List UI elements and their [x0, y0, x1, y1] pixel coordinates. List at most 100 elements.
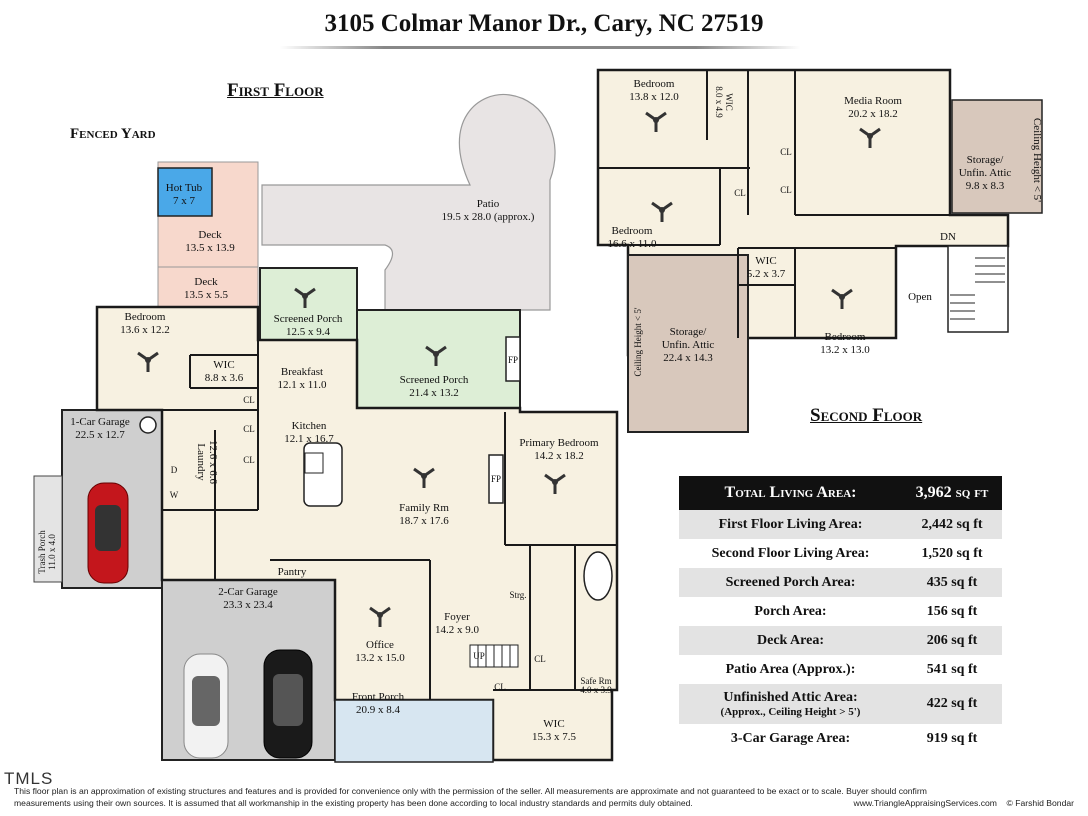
ceiling-height-right: Ceiling Height < 5': [1031, 118, 1043, 202]
dn-label: DN: [940, 231, 956, 243]
area-row-attic: Unfinished Attic Area: (Approx., Ceiling…: [679, 684, 1002, 724]
closet-label-2: CL: [243, 424, 255, 434]
footer-disclaimer: This floor plan is an approximation of e…: [14, 785, 1074, 809]
fp-porch-label: FP: [508, 355, 518, 365]
kitchen-label: Kitchen: [292, 420, 327, 432]
storage-left: [627, 254, 749, 433]
storage-left-label-1: Storage/: [670, 326, 708, 338]
stair-down-area: [947, 245, 1009, 333]
patio-size: 19.5 x 28.0 (approx.): [442, 211, 535, 223]
hot-tub: [157, 167, 213, 217]
media-room-label: Media Room: [844, 95, 902, 107]
deck-upper-label: Deck: [198, 229, 222, 241]
hot-tub-size: 7 x 7: [173, 195, 196, 207]
open-label: Open: [908, 291, 932, 303]
breakfast-label: Breakfast: [281, 366, 323, 378]
primary-bedroom-size: 14.2 x 18.2: [534, 450, 584, 462]
storage-right-label-2: Unfin. Attic: [959, 167, 1012, 179]
wic-a-size: 8.0 x 4.9: [714, 86, 724, 118]
screened-porch-small: [259, 267, 358, 341]
website-link[interactable]: www.TriangleAppraisingServices.com: [853, 798, 997, 808]
area-row-second-floor: Second Floor Living Area: 1,520 sq ft: [679, 539, 1002, 568]
stairs-up: [469, 644, 519, 668]
bedroom1-size: 13.6 x 12.2: [120, 324, 170, 336]
front-porch-label: Front Porch: [352, 691, 405, 703]
black-car: [263, 649, 313, 759]
fireplace-family: [488, 454, 504, 504]
primary-bath-tub: [583, 551, 613, 601]
first-floor-walls: [97, 307, 617, 700]
trash-porch: [33, 475, 63, 583]
closet-label-3: CL: [243, 455, 255, 465]
wic-b-label: WIC: [755, 255, 776, 267]
trash-porch-size: 11.0 x 4.0: [47, 534, 57, 570]
kitchen-island: [303, 442, 343, 507]
closet-label-8: CL: [780, 185, 792, 195]
disclaimer-line-2: measurements using their own sources. It…: [14, 798, 693, 808]
family-room-label: Family Rm: [399, 502, 449, 514]
wic1-label: WIC: [213, 359, 234, 371]
garage1-label: 1-Car Garage: [70, 416, 130, 428]
area-row-first-floor: First Floor Living Area: 2,442 sq ft: [679, 510, 1002, 539]
closet-label-1: CL: [243, 395, 255, 405]
area-label: 3-Car Garage Area:: [730, 730, 851, 746]
front-porch: [334, 699, 494, 763]
dryer-label: D: [171, 465, 178, 475]
deck-lower-label: Deck: [194, 276, 218, 288]
first-floor-title: First Floor: [227, 80, 324, 101]
wic1-size: 8.8 x 3.6: [205, 372, 244, 384]
wic-primary-size: 15.3 x 7.5: [532, 731, 577, 743]
wic-primary-label: WIC: [543, 718, 564, 730]
mls-logo: TMLS: [4, 769, 54, 788]
area-label: First Floor Living Area:: [718, 516, 863, 532]
area-value: 919 sq ft: [926, 730, 978, 746]
area-label-sub: (Approx., Ceiling Height > 5'): [720, 705, 861, 718]
hot-tub-label: Hot Tub: [166, 182, 203, 194]
up-label: UP: [473, 651, 485, 661]
office-size: 13.2 x 15.0: [355, 652, 405, 664]
closet-label-4: CL: [534, 654, 546, 664]
deck-lower-size: 13.5 x 5.5: [184, 289, 229, 301]
laundry-size: 12.6 x 6.6: [207, 440, 219, 485]
area-label: Patio Area (Approx.):: [725, 661, 856, 677]
second-floor-walls: [598, 70, 950, 338]
media-room-size: 20.2 x 18.2: [848, 108, 898, 120]
second-floor-labels: Bedroom 13.8 x 12.0 WIC 8.0 x 4.9 Media …: [607, 78, 1043, 376]
wic-a-label: WIC: [724, 93, 734, 111]
ceiling-fans-first-floor: [137, 287, 566, 627]
bedroom-a-size: 13.8 x 12.0: [629, 91, 679, 103]
area-label: Total Living Area:: [724, 484, 857, 501]
area-row-screened-porch: Screened Porch Area: 435 sq ft: [679, 568, 1002, 597]
area-label: Deck Area:: [757, 632, 824, 648]
patio-area: [261, 93, 556, 311]
ceiling-height-left: Ceiling Height < 5': [633, 307, 643, 376]
laundry-label: Laundry: [195, 443, 207, 481]
bedroom-a-label: Bedroom: [634, 78, 675, 90]
fp-family-label: FP: [491, 474, 501, 484]
bedroom-c-size: 13.2 x 13.0: [820, 344, 870, 356]
white-car: [183, 653, 229, 759]
second-floor-title: Second Floor: [810, 405, 923, 426]
bedroom1-label: Bedroom: [125, 311, 166, 323]
red-car: [87, 482, 129, 584]
wic-b-size: 5.2 x 3.7: [747, 268, 786, 280]
screened-porch1-label: Screened Porch: [274, 313, 343, 325]
ceiling-fans-second-floor: [645, 111, 881, 309]
area-row-patio: Patio Area (Approx.): 541 sq ft: [679, 655, 1002, 684]
closet-label-6: CL: [780, 147, 792, 157]
garage2-label: 2-Car Garage: [218, 586, 278, 598]
front-porch-size: 20.9 x 8.4: [356, 704, 401, 716]
bedroom-c-label: Bedroom: [825, 331, 866, 343]
deck-lower: [157, 266, 259, 308]
storage-right-label-1: Storage/: [967, 154, 1005, 166]
area-label: Screened Porch Area:: [725, 574, 856, 590]
screened-porch-large: [356, 309, 521, 409]
area-label: Porch Area:: [754, 603, 827, 619]
storage-left-label-2: Unfin. Attic: [662, 339, 715, 351]
area-value: 1,520 sq ft: [921, 545, 983, 561]
water-heater: [139, 416, 157, 434]
address-title: 3105 Colmar Manor Dr., Cary, NC 27519: [324, 10, 764, 37]
patio-label: Patio: [477, 198, 500, 210]
disclaimer-line-1: This floor plan is an approximation of e…: [14, 786, 927, 796]
safe-room-size: 4.0 x 3.9: [580, 685, 612, 695]
